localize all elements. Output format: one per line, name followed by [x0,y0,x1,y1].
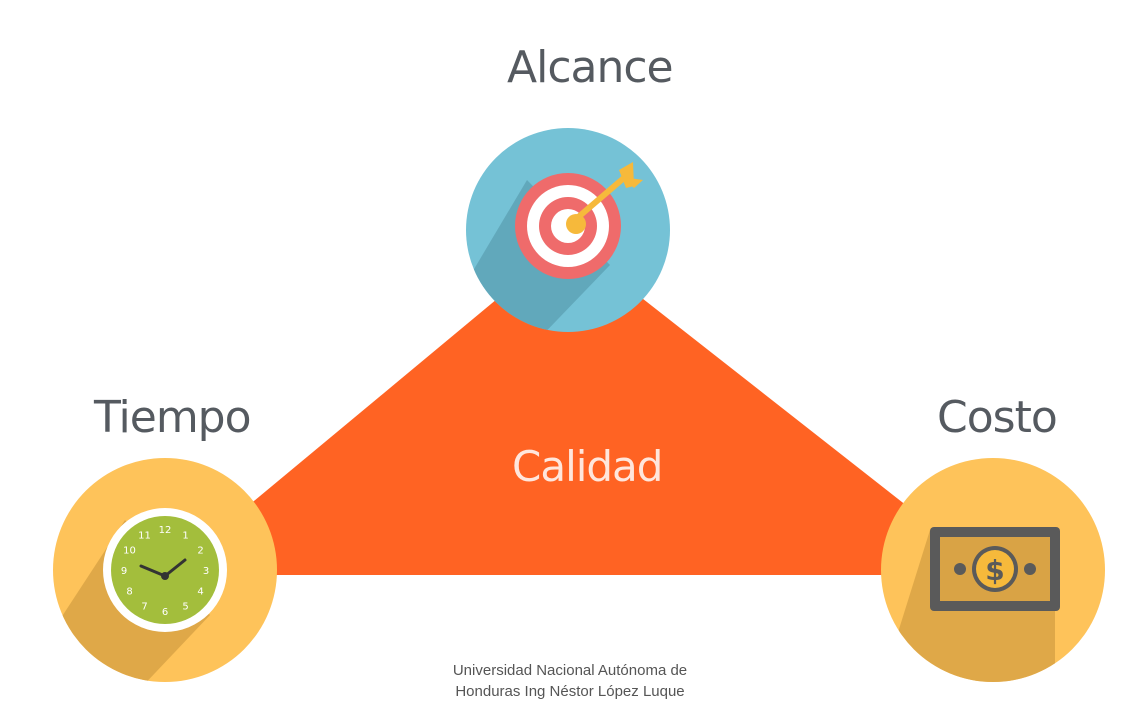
clock-numeral: 5 [182,602,188,613]
footer-line-2: Honduras Ing Néstor López Luque [455,683,685,700]
footer-credit: Universidad Nacional Autónoma de Hondura… [390,660,750,702]
svg-text:$: $ [985,554,1004,587]
footer-line-1: Universidad Nacional Autónoma de [452,662,688,679]
cost-circle: $ [881,458,1105,682]
clock-numeral: 8 [126,587,132,598]
clock-numeral: 11 [138,531,151,542]
quality-label: Calidad [512,442,663,491]
clock-numeral: 6 [162,607,168,618]
target-icon [515,162,643,279]
quality-triangle [165,240,995,575]
clock-numeral: 10 [123,546,136,557]
clock-numeral: 9 [121,566,127,577]
clock-numeral: 1 [182,531,188,542]
clock-numeral: 7 [141,602,147,613]
time-label: Tiempo [94,392,252,443]
clock-numeral: 3 [203,566,209,577]
scope-circle [466,128,670,332]
scope-label: Alcance [507,42,674,93]
cost-label: Costo [937,392,1058,443]
money-bill-icon: $ [930,527,1060,611]
clock-numeral: 12 [159,525,172,536]
clock-numeral: 4 [197,587,203,598]
clock-numeral: 2 [197,546,203,557]
